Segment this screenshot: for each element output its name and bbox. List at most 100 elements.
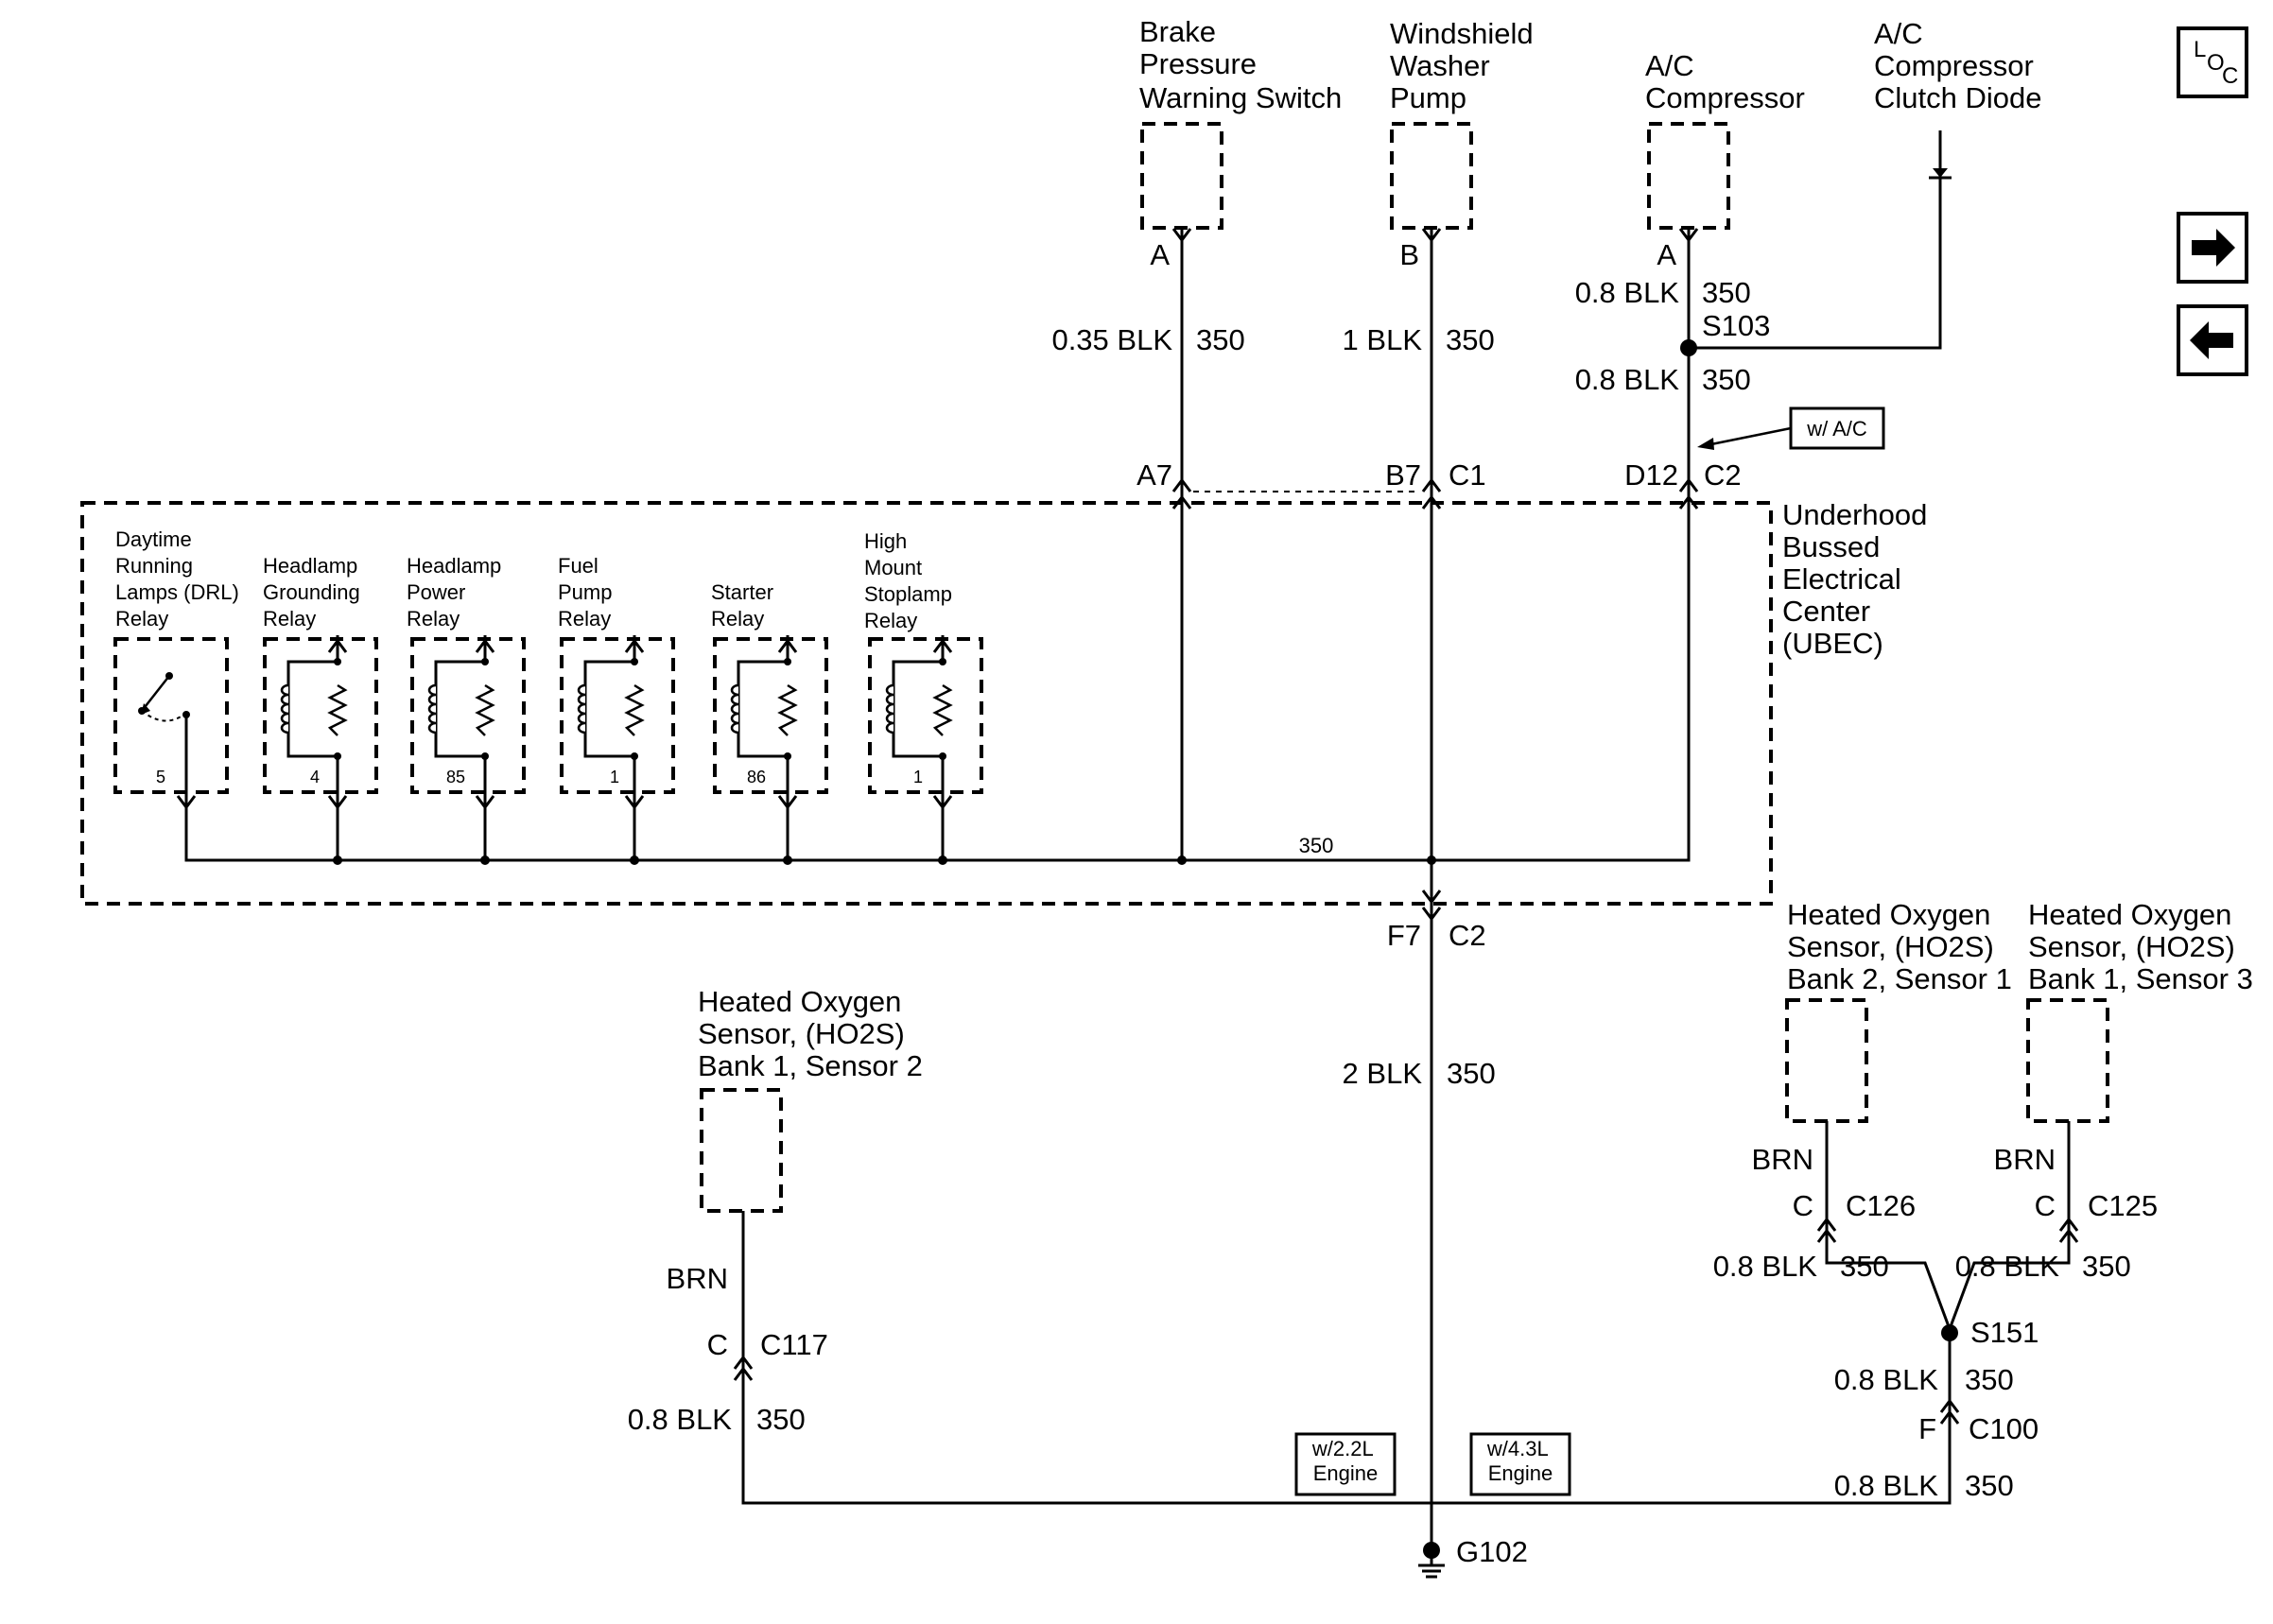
wire-b2s1: [1825, 1121, 1952, 1330]
c100-out-color: 0.8 BLK: [1834, 1469, 1939, 1502]
ho2s-b2s1-label: Heated Oxygen Sensor, (HO2S) Bank 2, Sen…: [1787, 898, 2012, 995]
bus-junction-dot: [783, 855, 792, 865]
loc-icon[interactable]: L O C: [2177, 26, 2248, 98]
pin-c125-c: C: [2035, 1189, 2056, 1222]
svg-text:C: C: [2222, 63, 2238, 89]
b2s1-sensor-wire: BRN: [1752, 1143, 1813, 1176]
connector-c125: C125: [2088, 1189, 2158, 1222]
bus-junction-dot: [630, 855, 639, 865]
ubec-label: Underhood Bussed Electrical Center (UBEC…: [1782, 498, 1935, 660]
pin-c2-bottom: C2: [1449, 919, 1486, 952]
brake-wire-color: 0.35 BLK: [1051, 323, 1172, 356]
pin-c117-c: C: [707, 1328, 728, 1361]
diode-icon: [1933, 168, 1948, 178]
connector-c126: C126: [1846, 1189, 1916, 1222]
comp-lower-circuit: 350: [1702, 363, 1751, 396]
bus-circuit: 350: [1299, 834, 1334, 857]
bus-junction-dot: [938, 855, 947, 865]
ho2s-b1s3-label: Heated Oxygen Sensor, (HO2S) Bank 1, Sen…: [2028, 898, 2253, 995]
svg-text:L: L: [2194, 37, 2206, 62]
relay-headlamp-grounding-pin: 4: [310, 768, 320, 786]
wire-b1s2: [741, 1211, 1433, 1550]
relay-fuel-pump-label: Fuel Pump Relay: [558, 554, 618, 631]
option-eng43-box: [1469, 1432, 1571, 1496]
b1s3-wire-color: 0.8 BLK: [1955, 1250, 2060, 1283]
bus-350: [184, 501, 1691, 862]
ac-compressor-box: [1647, 122, 1730, 230]
relay-starter-pin: 86: [747, 768, 766, 786]
relay-drl-box: [113, 637, 229, 794]
wire-s151-ground: [1431, 1333, 1952, 1505]
ho2s-b1s3-box: [2026, 998, 2109, 1123]
ac-diode-label: A/C Compressor Clutch Diode: [1874, 17, 2041, 114]
forward-arrow-icon[interactable]: [2177, 212, 2248, 284]
wire-diode: [1689, 130, 1942, 350]
relay-stoplamp-label: High Mount Stoplamp Relay: [864, 529, 958, 632]
option-wac: w/ A/C: [1806, 417, 1867, 441]
b1s3-wire-circuit: 350: [2082, 1250, 2131, 1283]
connector-c117: C117: [760, 1328, 828, 1361]
option-eng22-box: [1294, 1432, 1397, 1496]
relay-headlamp-power-box: [410, 637, 526, 794]
pin-washer-b: B: [1399, 238, 1419, 271]
c100-out-circuit: 350: [1965, 1469, 2014, 1502]
washer-wire-color: 1 BLK: [1343, 323, 1423, 356]
relay-headlamp-grounding-label: Headlamp Grounding Relay: [263, 554, 366, 631]
brake-switch-label: Brake Pressure Warning Switch: [1139, 15, 1342, 114]
washer-pump-box: [1390, 122, 1473, 230]
relay-fuel-pump-box: [560, 637, 675, 794]
brake-switch-box: [1140, 122, 1223, 230]
brake-wire-circuit: 350: [1196, 323, 1245, 356]
comp-upper-color: 0.8 BLK: [1575, 276, 1680, 309]
relay-stoplamp-coil-icon: [885, 635, 953, 860]
back-arrow-icon[interactable]: [2177, 304, 2248, 376]
bus-junction-dot: [1427, 855, 1436, 865]
bus-junction-dot: [480, 855, 490, 865]
pin-c2-top: C2: [1704, 458, 1742, 492]
splice-s103: S103: [1702, 309, 1770, 342]
main-wire-color: 2 BLK: [1343, 1057, 1423, 1090]
pin-c1: C1: [1449, 458, 1486, 492]
bus-junction-dot: [333, 855, 342, 865]
ground-icon: [1418, 1550, 1445, 1579]
ground-label: G102: [1456, 1535, 1528, 1568]
pin-c126-c: C: [1793, 1189, 1813, 1222]
pin-comp-a: A: [1657, 238, 1676, 271]
relay-headlamp-grounding-box: [263, 637, 378, 794]
option-eng22: w/2.2L Engine: [1311, 1437, 1379, 1485]
pin-brake-a: A: [1150, 238, 1170, 271]
washer-wire-circuit: 350: [1446, 323, 1495, 356]
relay-starter-box: [713, 637, 828, 794]
s151-out-color: 0.8 BLK: [1834, 1363, 1939, 1396]
comp-lower-color: 0.8 BLK: [1575, 363, 1680, 396]
drl-switch-icon: [138, 672, 197, 813]
b1s3-sensor-wire: BRN: [1994, 1143, 2056, 1176]
relay-drl-pin: 5: [156, 768, 165, 786]
b1s2-wire-circuit: 350: [756, 1403, 806, 1436]
option-wac-box: [1789, 406, 1885, 450]
relay-fuel-pump-pin: 1: [610, 768, 619, 786]
s151-out-circuit: 350: [1965, 1363, 2014, 1396]
option-wac-pointer: [1701, 426, 1792, 448]
b1s2-sensor-wire: BRN: [667, 1262, 728, 1295]
b1s2-wire-color: 0.8 BLK: [628, 1403, 733, 1436]
pin-d12: D12: [1624, 458, 1678, 492]
ho2s-b1s2-label: Heated Oxygen Sensor, (HO2S) Bank 1, Sen…: [698, 985, 923, 1082]
relay-headlamp-power-coil-icon: [427, 635, 495, 860]
bus-junction-dot: [1177, 855, 1187, 865]
ho2s-b1s2-box: [700, 1088, 783, 1213]
b2s1-wire-color: 0.8 BLK: [1713, 1250, 1818, 1283]
relay-headlamp-power-pin: 85: [446, 768, 465, 786]
relay-headlamp-power-label: Headlamp Power Relay: [407, 554, 507, 631]
comp-upper-circuit: 350: [1702, 276, 1751, 309]
b2s1-wire-circuit: 350: [1840, 1250, 1889, 1283]
relay-stoplamp-pin: 1: [913, 768, 923, 786]
relay-starter-label: Starter Relay: [711, 580, 779, 631]
ho2s-b2s1-box: [1785, 998, 1868, 1123]
splice-s151: S151: [1970, 1316, 2039, 1349]
relay-drl-label: Daytime Running Lamps (DRL) Relay: [115, 527, 245, 631]
pin-b7: B7: [1385, 458, 1421, 492]
washer-pump-label: Windshield Washer Pump: [1390, 17, 1541, 114]
wire-b1s3: [1948, 1121, 2071, 1330]
